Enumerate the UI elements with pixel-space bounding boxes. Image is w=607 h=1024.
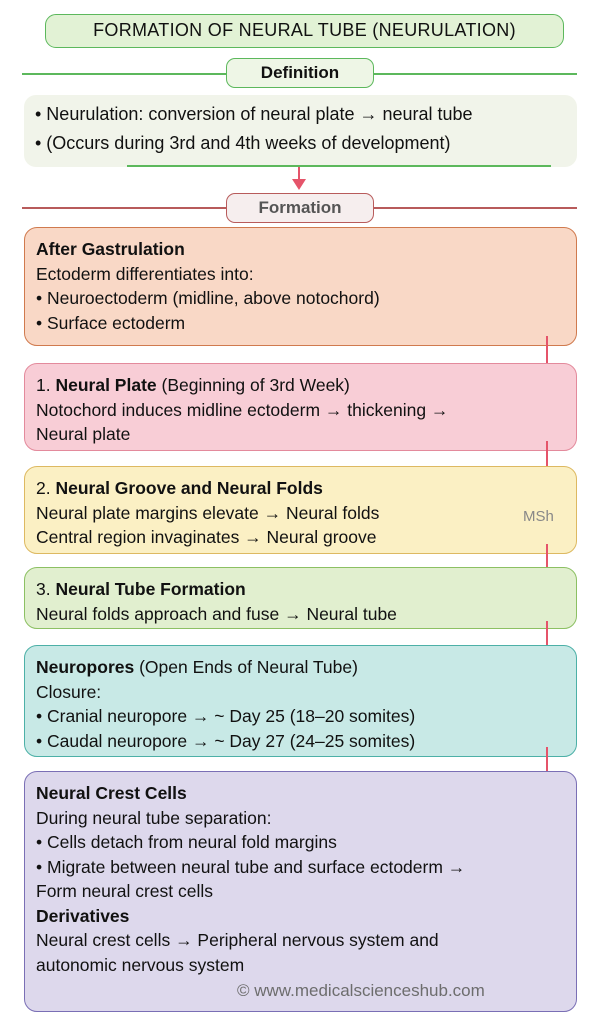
step-line: Neural crest cells → Peripheral nervous … [36, 930, 439, 950]
definition-underline [127, 165, 551, 167]
step-box-gastrulation: After Gastrulation Ectoderm differentiat… [24, 227, 577, 346]
step-number: 1. [36, 375, 56, 395]
step-line: Closure: [36, 681, 102, 702]
definition-box: • Neurulation: conversion of neural plat… [24, 95, 577, 167]
step-heading: Neural Crest Cells [36, 783, 187, 803]
definition-item: • (Occurs during 3rd and 4th weeks of de… [35, 133, 451, 153]
step-box-neural-crest: Neural Crest Cells During neural tube se… [24, 771, 577, 1012]
definition-header: Definition [226, 58, 374, 88]
step-line: • Caudal neuropore → ~ Day 27 (24–25 som… [36, 730, 416, 751]
step-line: Ectoderm differentiates into: [36, 263, 254, 284]
step-line: • Neuroectoderm (midline, above notochor… [36, 288, 380, 308]
step-subtitle: (Open Ends of Neural Tube) [134, 657, 358, 677]
step-box-neural-groove: 2. Neural Groove and Neural Folds Neural… [24, 466, 577, 554]
step-title: Neural Tube Formation [55, 579, 246, 599]
definition-item: • Neurulation: conversion of neural plat… [35, 104, 473, 124]
step-line: autonomic nervous system [36, 954, 245, 975]
step-subtitle: (Beginning of 3rd Week) [156, 375, 350, 395]
flow-arrow [292, 167, 306, 190]
step-line: Neural folds approach and fuse → Neural … [36, 603, 397, 624]
step-line: During neural tube separation: [36, 807, 272, 828]
step-line: Neural plate margins elevate → Neural fo… [36, 502, 380, 523]
page-title: FORMATION OF NEURAL TUBE (NEURULATION) [45, 14, 564, 48]
step-line: • Cells detach from neural fold margins [36, 832, 337, 852]
step-title: Neuropores [36, 657, 135, 677]
step-box-neural-tube: 3. Neural Tube Formation Neural folds ap… [24, 567, 577, 629]
step-line: Form neural crest cells [36, 881, 213, 901]
step-heading: 1. Neural Plate (Beginning of 3rd Week) [36, 373, 564, 398]
step-line: Notochord induces midline ectoderm → thi… [36, 399, 449, 420]
derivatives-heading: Derivatives [36, 905, 130, 926]
step-box-neuropores: Neuropores (Open Ends of Neural Tube) Cl… [24, 645, 577, 757]
step-heading: 3. Neural Tube Formation [36, 577, 564, 602]
step-heading: Neuropores (Open Ends of Neural Tube) [36, 655, 564, 680]
step-title: Neural Plate [55, 375, 157, 395]
step-line: • Migrate between neural tube and surfac… [36, 856, 466, 877]
step-line: Central region invaginates → Neural groo… [36, 527, 377, 547]
step-number: 2. [36, 478, 56, 498]
step-number: 3. [36, 579, 56, 599]
watermark: MSh [523, 508, 554, 525]
step-title: Neural Groove and Neural Folds [55, 478, 323, 498]
step-heading: After Gastrulation [36, 239, 185, 259]
step-line: • Surface ectoderm [36, 312, 186, 333]
formation-header: Formation [226, 193, 374, 223]
step-box-neural-plate: 1. Neural Plate (Beginning of 3rd Week) … [24, 363, 577, 451]
copyright-text: © www.medicalscienceshub.com [237, 981, 485, 1000]
step-line: • Cranial neuropore → ~ Day 25 (18–20 so… [36, 706, 416, 726]
step-heading: 2. Neural Groove and Neural Folds [36, 476, 564, 501]
step-line: Neural plate [36, 424, 131, 444]
